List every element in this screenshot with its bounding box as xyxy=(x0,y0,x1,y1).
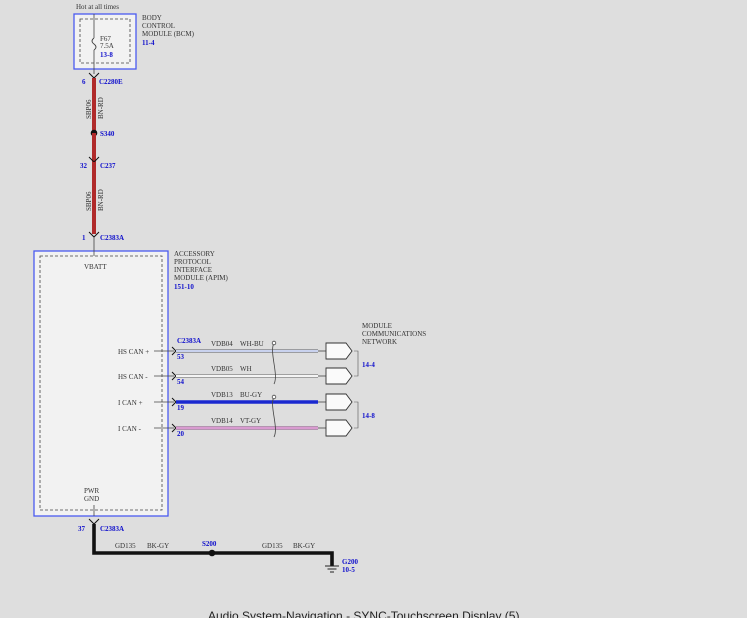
wire-gd135-color-left: BK-GY xyxy=(147,542,169,550)
apim-inner-outline xyxy=(39,255,163,511)
wire-vdb04-circuit: VDB04 xyxy=(211,340,233,348)
apim-name-line1: ACCESSORY xyxy=(174,250,215,258)
apim-module-box[interactable] xyxy=(33,250,169,517)
bcm-inner-outline xyxy=(79,18,131,64)
wire-vdb14-circuit: VDB14 xyxy=(211,417,233,425)
network-name-line3: NETWORK xyxy=(362,338,397,346)
wire-vdb05-color: WH xyxy=(240,365,252,373)
wire-vdb13-color: BU-GY xyxy=(240,391,262,399)
ground-pin-number: 37 xyxy=(78,525,86,533)
splice-s200-label[interactable]: S200 xyxy=(202,540,217,548)
wire-upper-color: BN-RD xyxy=(97,97,105,119)
apim-pwr-label: PWR xyxy=(84,487,100,495)
wire-gd135-circuit-right: GD135 xyxy=(262,542,283,550)
bcm-name-line2: CONTROL xyxy=(142,22,175,30)
bcm-pin-number: 6 xyxy=(82,78,86,86)
splice-s200-dot[interactable] xyxy=(208,549,216,557)
signal-hs-can-minus-pin: 54 xyxy=(177,378,185,386)
network-arrow-hs-can-plus[interactable] xyxy=(325,342,353,360)
connector-c2383a-ground-symbol xyxy=(88,518,100,525)
network-name-line2: COMMUNICATIONS xyxy=(362,330,426,338)
twisted-pair-i-can-marker xyxy=(272,396,276,438)
apim-vbatt-label: VBATT xyxy=(84,263,107,271)
network-i-reference-link[interactable]: 14-8 xyxy=(362,412,375,420)
wire-gd135-circuit-left: GD135 xyxy=(115,542,136,550)
signal-i-can-plus-pin: 19 xyxy=(177,404,185,412)
wire-vdb05-circuit: VDB05 xyxy=(211,365,233,373)
apim-name-line2: PROTOCOL xyxy=(174,258,211,266)
bcm-name-line3: MODULE (BCM) xyxy=(142,30,195,38)
twisted-pair-hs-can-end xyxy=(271,340,277,346)
wire-vdb04-color: WH-BU xyxy=(240,340,264,348)
fuse-rating: 7.5A xyxy=(100,42,114,50)
wire-lower-color: BN-RD xyxy=(97,189,105,211)
wire-upper-circuit: SBP06 xyxy=(85,99,93,119)
signal-hs-can-plus-pin: 53 xyxy=(177,353,185,361)
apim-power-connector-label[interactable]: C2383A xyxy=(100,234,124,242)
fuse-reference-link[interactable]: 13-8 xyxy=(100,51,113,59)
signal-i-can-plus-label: I CAN + xyxy=(118,399,143,407)
bcm-module-box[interactable] xyxy=(73,13,137,70)
fuse-f67-symbol[interactable] xyxy=(91,37,97,51)
ground-connector-label[interactable]: C2383A xyxy=(100,525,124,533)
wire-lower-circuit: SBP06 xyxy=(85,191,93,211)
splice-s340-label[interactable]: S340 xyxy=(100,130,115,138)
signal-hs-can-plus-label: HS CAN + xyxy=(118,348,149,356)
signal-i-can-minus-label: I CAN - xyxy=(118,425,142,433)
apim-power-pin-number: 1 xyxy=(82,234,86,242)
c237-connector-label[interactable]: C237 xyxy=(100,162,116,170)
network-arrow-i-can-minus[interactable] xyxy=(325,419,353,437)
apim-name-line3: INTERFACE xyxy=(174,266,212,274)
network-hs-reference-link[interactable]: 14-4 xyxy=(362,361,375,369)
signal-i-can-minus-pin: 20 xyxy=(177,430,185,438)
apim-gnd-label: GND xyxy=(84,495,99,503)
network-hs-bracket xyxy=(354,350,359,377)
hot-at-all-times-label: Hot at all times xyxy=(76,3,119,11)
network-i-bracket xyxy=(354,401,359,429)
can-connector-label[interactable]: C2383A xyxy=(177,337,201,345)
apim-name-line4: MODULE (APIM) xyxy=(174,274,229,282)
wire-vdb14-color: VT-GY xyxy=(240,417,261,425)
twisted-pair-hs-can-marker xyxy=(272,342,276,385)
apim-reference-link[interactable]: 151-10 xyxy=(174,283,194,291)
network-arrow-hs-can-minus[interactable] xyxy=(325,367,353,385)
ground-point-label[interactable]: G200 xyxy=(342,558,358,566)
signal-hs-can-minus-label: HS CAN - xyxy=(118,373,148,381)
wire-gd135-color-right: BK-GY xyxy=(293,542,315,550)
network-name-line1: MODULE xyxy=(362,322,392,330)
network-arrow-i-can-plus[interactable] xyxy=(325,393,353,411)
bcm-reference-link[interactable]: 11-4 xyxy=(142,39,155,47)
wire-vdb13-circuit: VDB13 xyxy=(211,391,233,399)
twisted-pair-i-can-end xyxy=(271,394,277,400)
bcm-connector-label[interactable]: C2280E xyxy=(99,78,123,86)
ground-reference-link[interactable]: 10-5 xyxy=(342,566,355,574)
c237-pin-number: 32 xyxy=(80,162,88,170)
page-title: Audio System-Navigation - SYNC-Touchscre… xyxy=(208,609,519,618)
fuse-name: F67 xyxy=(100,35,111,43)
bcm-name-line1: BODY xyxy=(142,14,162,22)
